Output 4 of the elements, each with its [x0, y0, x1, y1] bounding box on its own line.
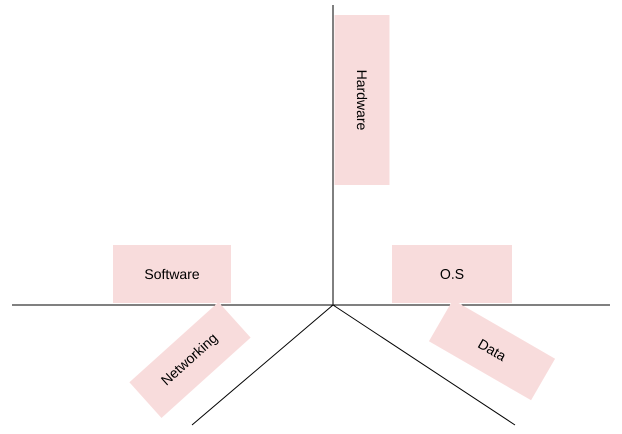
label-box: Data — [428, 300, 556, 400]
label-box: Hardware — [334, 15, 390, 185]
label-box: Software — [113, 245, 231, 303]
label-box: O.S — [392, 245, 512, 303]
